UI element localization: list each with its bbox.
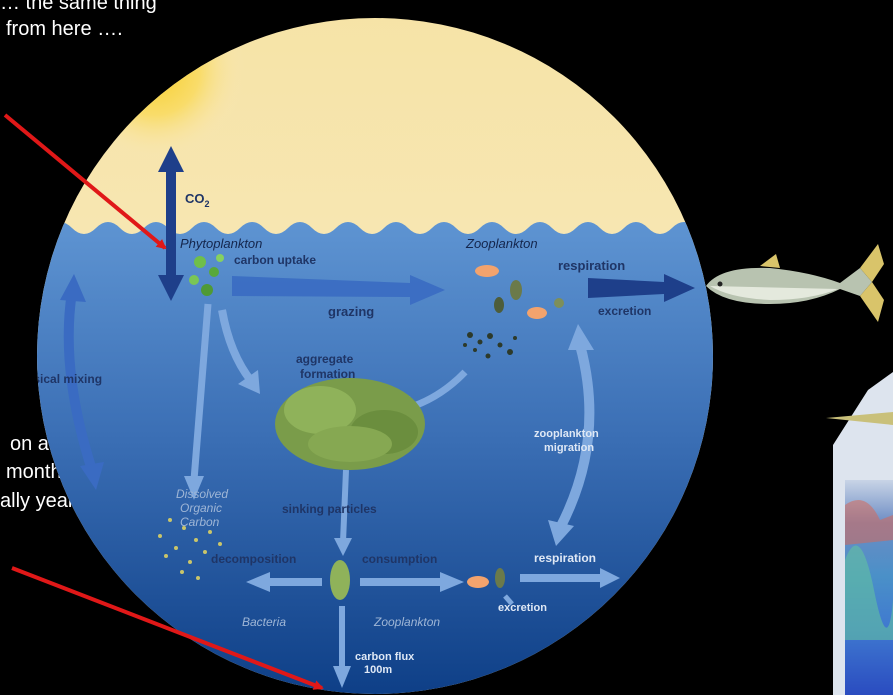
excretion-top-label: excretion (598, 304, 651, 318)
fish-icon (706, 244, 884, 322)
doc-label-line2: Organic (180, 501, 222, 515)
carbon-uptake-label: carbon uptake (234, 253, 316, 267)
carbon-flux-label-line1: carbon flux (355, 651, 415, 663)
right-panel-image (826, 372, 893, 695)
aggregate-blob (275, 378, 425, 470)
grazing-label: grazing (328, 304, 374, 319)
sinking-particles-label: sinking particles (282, 502, 377, 516)
sinking-particle-icon (330, 560, 350, 600)
carbon-flux-label-line2: 100m (364, 664, 392, 676)
respiration-top-label: respiration (558, 258, 625, 273)
phytoplankton-label: Phytoplankton (180, 236, 262, 251)
zooplankton-top-label: Zooplankton (465, 236, 538, 251)
doc-label-line3: Carbon (180, 515, 220, 529)
excretion-bottom-label: excretion (498, 602, 547, 614)
decomposition-label: decomposition (211, 552, 296, 566)
bacteria-label: Bacteria (242, 615, 286, 629)
aggregate-label-line2: formation (300, 367, 355, 381)
zooplankton-migration-label-line1: zooplankton (534, 428, 599, 440)
physical-mixing-label: physical mixing (12, 372, 102, 386)
zooplankton-migration-label-line2: migration (544, 442, 594, 454)
respiration-bottom-label: respiration (534, 551, 596, 565)
consumption-label: consumption (362, 552, 437, 566)
zooplankton-bottom-label: Zooplankton (373, 615, 440, 629)
aggregate-label-line1: aggregate (296, 352, 354, 366)
doc-label-line1: Dissolved (176, 487, 228, 501)
